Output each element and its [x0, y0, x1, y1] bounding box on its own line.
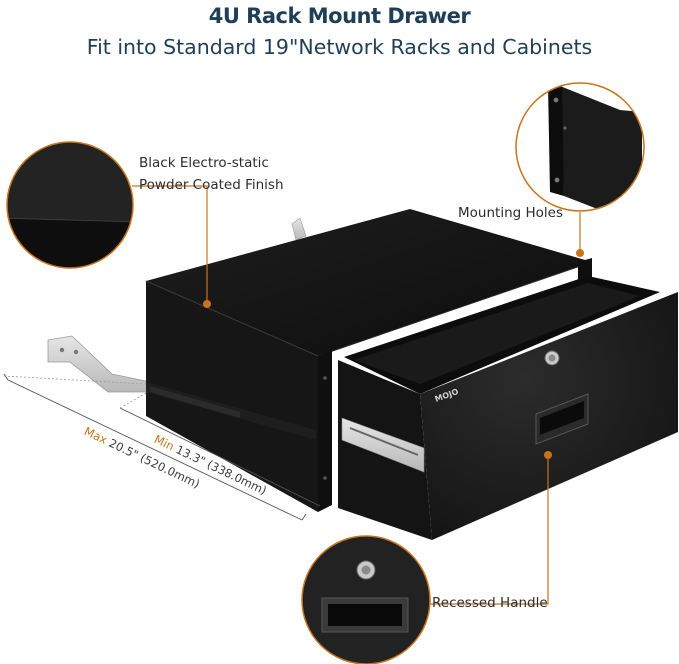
recessed-handle-callout: Recessed Handle: [432, 595, 548, 611]
finish-callout-line2: Powder Coated Finish: [139, 177, 284, 193]
product-title: 4U Rack Mount Drawer: [208, 4, 471, 28]
callout-connectors: [132, 185, 581, 605]
rack-drawer-body: [145, 209, 593, 512]
zoom-handle-detail: [301, 535, 431, 664]
dimension-lines: [3, 373, 321, 521]
zoom-finish-detail: [6, 141, 134, 269]
zoom-mounting-detail: [515, 82, 645, 212]
finish-callout-line1: Black Electro-static: [139, 155, 269, 171]
drawer: [338, 276, 678, 540]
finish-callout: Black Electro-static Powder Coated Finis…: [139, 152, 284, 196]
mounting-holes-callout: Mounting Holes: [458, 205, 563, 221]
left-slide-rail: [47, 335, 151, 393]
rear-rail-bracket: [291, 217, 307, 241]
product-subtitle: Fit into Standard 19"Network Racks and C…: [86, 35, 593, 59]
callout-dots: [203, 249, 584, 459]
